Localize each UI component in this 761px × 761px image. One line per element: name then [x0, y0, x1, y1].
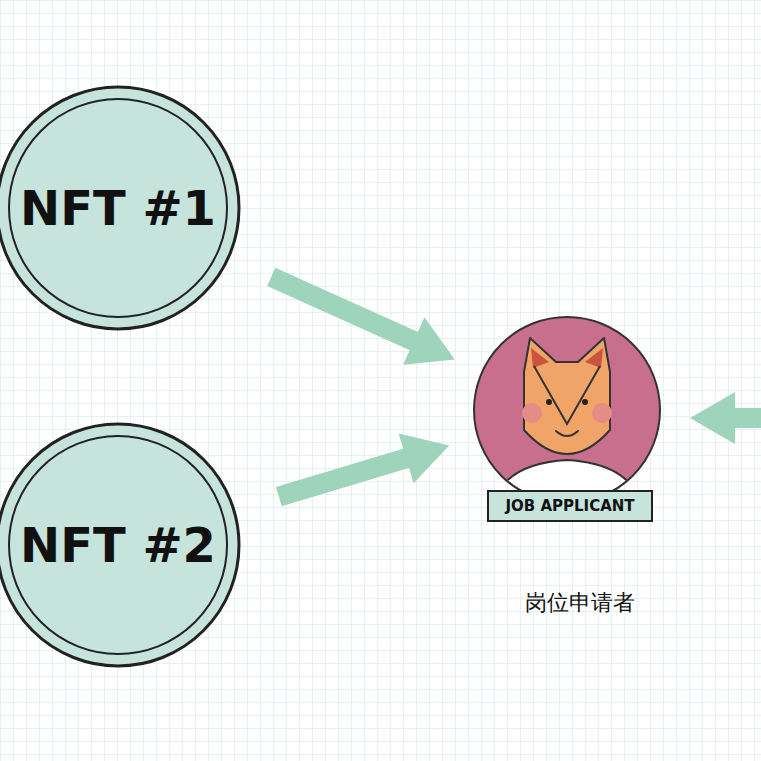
fox-avatar	[474, 317, 660, 510]
nft-circle: NFT #2	[0, 422, 241, 668]
nft-label: NFT #1	[20, 180, 216, 236]
side-arrow	[690, 392, 761, 444]
nft-label: NFT #2	[20, 517, 216, 573]
flow-arrow	[279, 433, 449, 496]
applicant-node: JOB APPLICANT 岗位申请者	[470, 315, 665, 620]
caption-text: 岗位申请者	[525, 588, 635, 618]
name-tag: JOB APPLICANT	[487, 490, 653, 522]
arrow-shaft	[279, 457, 411, 497]
arrow-shaft	[271, 277, 418, 343]
arrow-head	[403, 317, 455, 364]
arrow-head	[399, 433, 450, 483]
flow-arrow	[271, 277, 455, 365]
nft-circle: NFT #1	[0, 85, 241, 331]
